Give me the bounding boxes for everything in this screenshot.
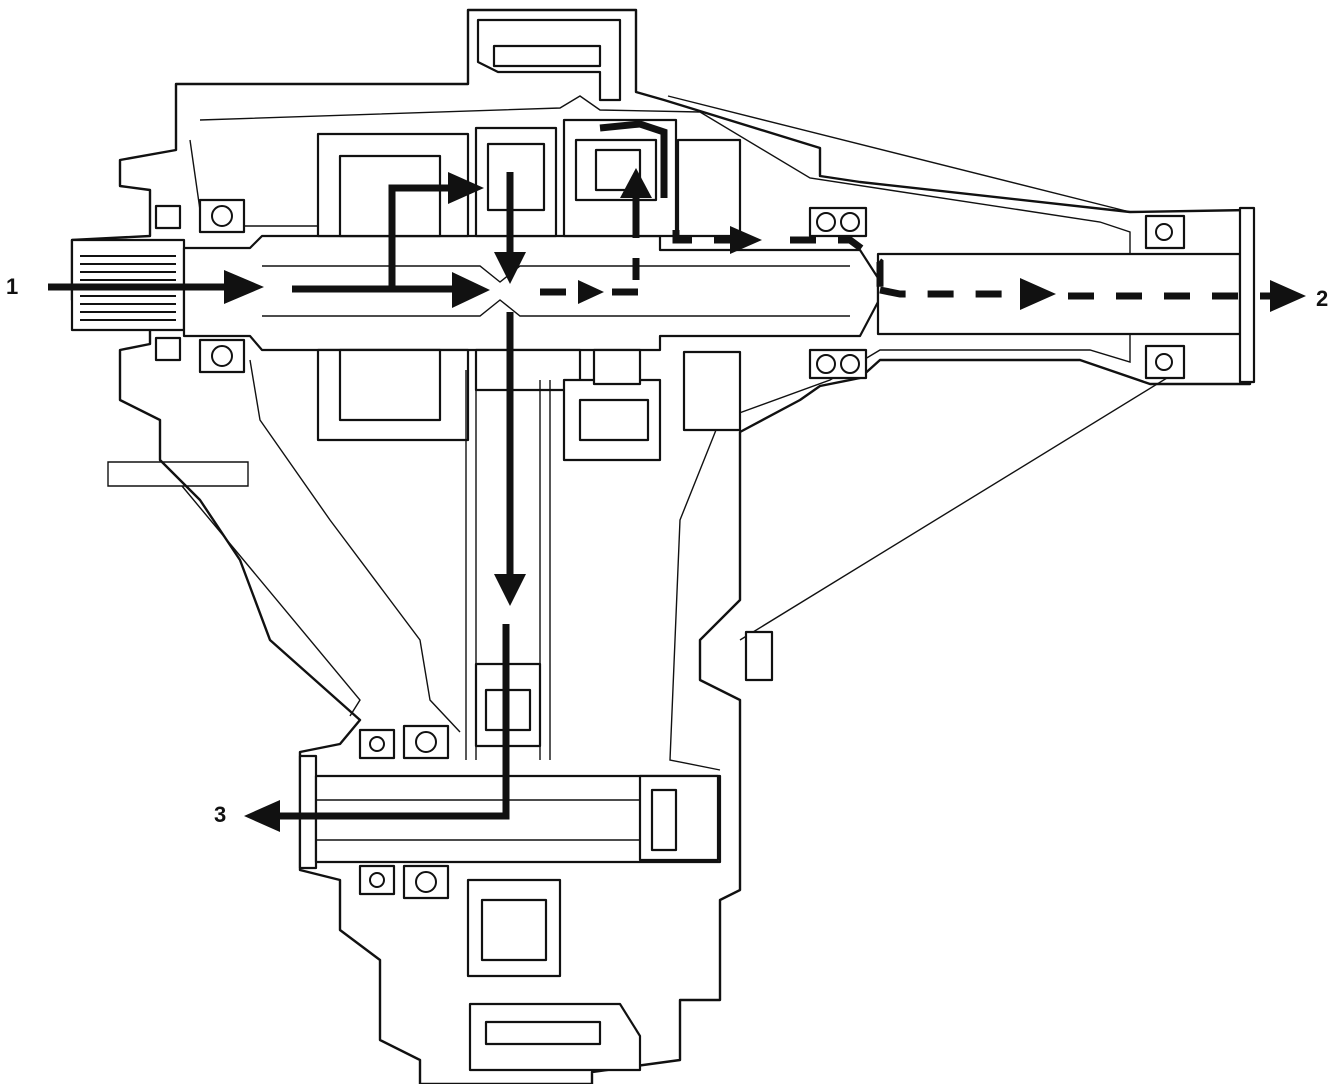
bearings [154,198,868,900]
bearing-front-output-upper [358,724,450,760]
bearing-front-output-lower [358,864,450,900]
input-shaft [70,234,880,352]
callout-3: 3 [214,802,226,827]
power-flow [48,120,1306,832]
callouts: 1 2 3 [6,274,1328,827]
rear-output-shaft [876,206,1256,384]
bearing-rear-lower [808,348,868,380]
seal-input [154,204,182,362]
bearing-input-upper [198,198,246,234]
bearing-input-lower [198,338,246,374]
rear-output-arrowhead [1270,280,1306,312]
front-output-shaft [298,754,722,978]
callout-2: 2 [1316,286,1328,311]
input-arrowhead [224,270,264,304]
housing-outline [70,8,1252,1084]
input-splines [80,255,176,321]
callout-1: 1 [6,274,18,299]
bearing-rear-upper [808,206,868,238]
front-output-arrowhead [244,800,280,832]
range-clutch-pack [562,118,742,462]
